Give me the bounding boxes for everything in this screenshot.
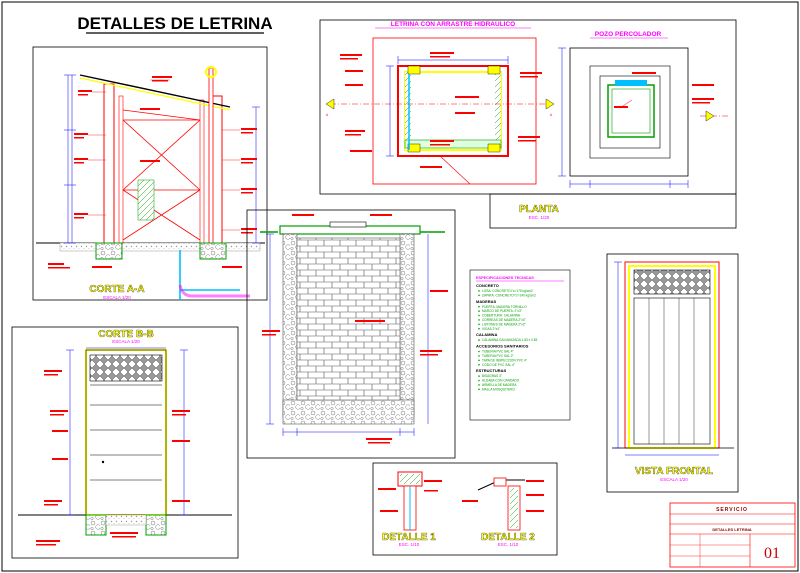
detalle-1-title: DETALLE 1	[382, 532, 436, 543]
legend-item: TUBERIA PVC SAL 2"	[482, 354, 514, 358]
planta-title: PLANTA	[519, 204, 559, 215]
legend-bullet	[478, 290, 480, 292]
legend-bullet	[478, 305, 480, 308]
legend-item: LISTONES DE MADERA 2"x2"	[482, 322, 526, 326]
legend-item: TAPA DE INSPECCION PVC 4"	[482, 358, 527, 362]
legend-bullet	[478, 359, 480, 362]
title-block-header: SERVICIO	[716, 507, 748, 513]
legend-item: ARMELLA DE MADERA	[482, 383, 517, 387]
cut-a-right: A	[550, 113, 553, 117]
legend-item: ALDABA CON CANDADO	[482, 379, 520, 383]
letrina-arrastre-title: LETRINA CON ARRASTRE HIDRAULICO	[391, 21, 515, 28]
legend-bullet	[478, 323, 480, 326]
title-block: SERVICIO DETALLES LETRINA 01	[669, 502, 796, 568]
corte-bb-frame	[11, 326, 239, 559]
corte-bb-scale: ESCALA 1/20	[112, 339, 140, 344]
legend-item: COBERTURA: CALAMINA	[482, 314, 521, 318]
corte-aa-frame	[32, 46, 268, 301]
roof-slope	[79, 74, 231, 108]
legend-item: BISAGRAS 3"	[482, 374, 502, 378]
legend-group-header: ESTRUCTURAS	[476, 368, 507, 373]
detalles-panel: DETALLE 1 ESC. 1/10 DETALLE 2 ESC. 1/10	[372, 462, 558, 556]
vista-frontal-frame	[606, 253, 739, 493]
legend-item: LOSA: CONCRETO f'c=175 kg/cm2	[482, 289, 533, 293]
legend-group-header: CONCRETO	[476, 283, 499, 288]
post-right	[211, 95, 223, 244]
pozo-wall-right	[399, 233, 415, 418]
legend-bullet	[478, 339, 480, 341]
legend-bullet	[478, 294, 480, 297]
title-block-frame	[669, 502, 796, 568]
pozo-plan-outer	[569, 47, 689, 177]
pozo-wall-left	[282, 233, 298, 418]
drawing-title: DETALLES DE LETRINA	[77, 14, 272, 33]
planta-panel: LETRINA CON ARRASTRE HIDRAULICO POZO PER…	[319, 19, 737, 229]
legend-bullet	[478, 355, 480, 357]
legend-bullet	[478, 388, 480, 391]
specs-legend: ESPECIFICACIONES TECNICAS CONCRETOLOSA: …	[469, 269, 571, 421]
pozo-section-frame	[246, 209, 456, 459]
legend-group-header: CALAMINA	[476, 332, 497, 337]
legend-item: ZAPATA: CONCRETO f'c=140 kg/cm2	[482, 293, 536, 297]
detalle-2-title: DETALLE 2	[481, 532, 535, 543]
vista-frontal-panel: VISTA FRONTAL ESCALA 1/20	[606, 253, 739, 493]
legend-bullet	[478, 327, 480, 330]
legend-bullet	[478, 310, 480, 312]
cut-a-left: A	[326, 113, 329, 117]
detalle-2-scale: ESC. 1/10	[498, 542, 519, 547]
corte-aa-scale: ESCALA 1/20	[103, 295, 131, 300]
corte-bb-title: CORTE B-B	[98, 329, 154, 340]
planta-scale: ESC. 1/20	[529, 215, 550, 220]
vista-frontal-title: VISTA FRONTAL	[635, 466, 713, 477]
vf-door-leaf	[633, 297, 711, 445]
planta-frame	[319, 19, 737, 195]
legend-item: VIGAS 2"x4"	[482, 327, 500, 331]
corte-aa-title: CORTE A-A	[89, 284, 144, 295]
legend-bullet	[478, 363, 480, 366]
vent-lattice-bb	[89, 354, 163, 382]
legend-bullet	[478, 314, 480, 317]
specs-legend-frame	[469, 269, 571, 421]
legend-item: CALAMINA GALVANIZADA 1.83 x 0.83	[482, 338, 538, 342]
legend-bullet	[478, 350, 480, 353]
legend-bullet	[478, 375, 480, 377]
legend-item: PUERTA: MADERA TORNILLO	[482, 305, 527, 309]
legend-item: MALLA MOSQUITERO	[482, 387, 515, 391]
corte-aa-panel: CORTE A-A ESCALA 1/20	[32, 46, 268, 301]
specs-legend-title: ESPECIFICACIONES TECNICAS	[476, 276, 534, 280]
legend-bullet	[478, 319, 480, 321]
corte-bb-panel: CORTE B-B ESCALA 1/20	[11, 326, 239, 559]
legend-item: CODO DE PVC SAL 4"	[482, 363, 515, 367]
pozo-brick-infill	[296, 237, 401, 401]
sheet-number: 01	[764, 545, 780, 562]
legend-group-header: MADERAS	[476, 299, 497, 304]
legend-item: TUBERIA PVC SAL 4"	[482, 350, 514, 354]
legend-item: MARCO DE PUERTA: 2"x3"	[482, 309, 522, 313]
vista-frontal-scale: ESCALA 1/20	[660, 477, 688, 482]
pozo-section-panel	[246, 209, 456, 459]
legend-bullet	[478, 379, 480, 382]
legend-group-header: ACCESORIOS SANITARIOS	[476, 344, 529, 349]
legend-item: CORREAS DE MADERA 2"x3"	[482, 318, 526, 322]
detalles-frame	[372, 462, 558, 556]
vf-vent-lattice	[633, 269, 711, 295]
title-block-subheader: DETALLES LETRINA	[712, 527, 751, 532]
detalle-1-scale: ESC. 1/10	[399, 542, 420, 547]
post-left	[103, 83, 115, 244]
pozo-percolador-title: POZO PERCOLADOR	[595, 31, 662, 38]
vent-pipe	[208, 67, 214, 244]
legend-bullet	[478, 384, 480, 386]
